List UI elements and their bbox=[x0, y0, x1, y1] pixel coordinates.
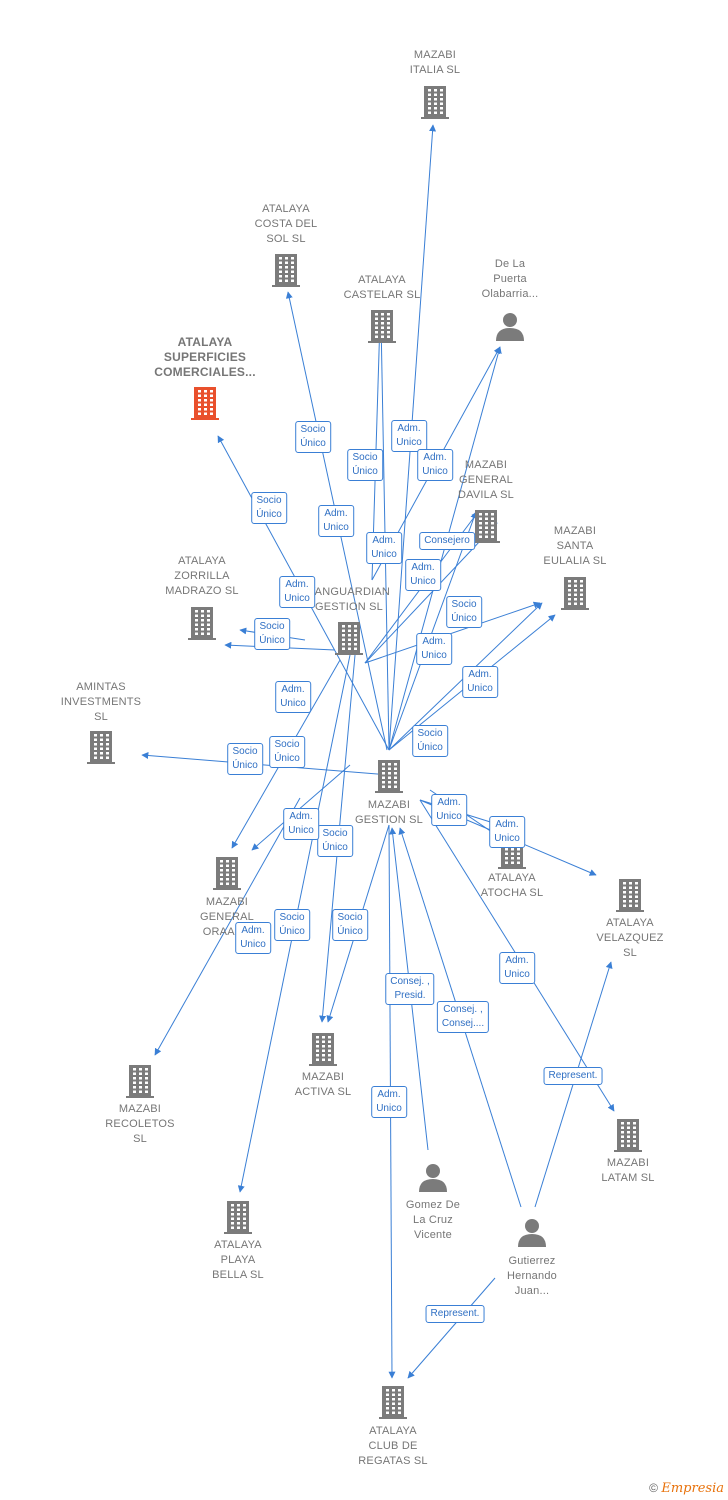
edge-label[interactable]: Socio Único bbox=[227, 743, 263, 775]
building-icon[interactable] bbox=[213, 857, 241, 890]
edge-label[interactable]: Socio Único bbox=[446, 596, 482, 628]
node-label-atalaya-costa[interactable]: ATALAYA COSTA DEL SOL SL bbox=[254, 203, 318, 245]
edge-line bbox=[388, 511, 478, 751]
node-label-atalaya-velazquez[interactable]: ATALAYA VELAZQUEZ SL bbox=[596, 917, 664, 959]
building-icon[interactable] bbox=[368, 310, 396, 343]
building-icon[interactable] bbox=[272, 254, 300, 287]
edge-label[interactable]: Adm. Unico bbox=[235, 922, 271, 954]
edge-label[interactable]: Adm. Unico bbox=[489, 816, 525, 848]
edge-line bbox=[407, 1277, 496, 1379]
edge-label[interactable]: Adm. Unico bbox=[275, 681, 311, 713]
edge-label[interactable]: Adm. Unico bbox=[417, 449, 453, 481]
node-label-atalaya-club[interactable]: ATALAYA CLUB DE REGATAS SL bbox=[358, 1425, 428, 1467]
building-icon[interactable] bbox=[188, 607, 216, 640]
person-icon[interactable] bbox=[518, 1219, 546, 1247]
edge-label[interactable]: Socio Único bbox=[347, 449, 383, 481]
edge-label[interactable]: Adm. Unico bbox=[405, 559, 441, 591]
edge-line bbox=[364, 601, 541, 664]
edge-line bbox=[154, 797, 301, 1056]
edge-line bbox=[251, 764, 351, 851]
building-icon[interactable] bbox=[472, 510, 500, 543]
building-icon[interactable] bbox=[309, 1033, 337, 1066]
node-label-atalaya-castelar[interactable]: ATALAYA CASTELAR SL bbox=[343, 274, 421, 301]
node-label-mazabi-general-davila[interactable]: MAZABI GENERAL DAVILA SL bbox=[457, 459, 515, 501]
node-label-vanguardian[interactable]: VANGUARDIAN GESTION SL bbox=[307, 586, 391, 613]
node-label-mazabi-gestion[interactable]: MAZABI GESTION SL bbox=[354, 799, 424, 826]
node-label-de-la-puerta[interactable]: De La Puerta Olabarria... bbox=[481, 258, 539, 300]
brand-logo: Empresia bbox=[661, 1481, 724, 1496]
building-icon[interactable] bbox=[421, 86, 449, 119]
building-icon[interactable] bbox=[375, 760, 403, 793]
icons-layer bbox=[87, 86, 644, 1419]
building-icon[interactable] bbox=[87, 731, 115, 764]
building-icon[interactable] bbox=[379, 1386, 407, 1419]
node-label-mazabi-latam[interactable]: MAZABI LATAM SL bbox=[601, 1157, 655, 1184]
edge-label[interactable]: Adm. Unico bbox=[499, 952, 535, 984]
building-icon[interactable] bbox=[335, 622, 363, 655]
building-icon[interactable] bbox=[191, 387, 219, 420]
edge-label[interactable]: Socio Único bbox=[412, 725, 448, 757]
building-icon[interactable] bbox=[126, 1065, 154, 1098]
edge-line bbox=[141, 752, 390, 776]
edge-label[interactable]: Socio Único bbox=[251, 492, 287, 524]
node-label-gutierrez[interactable]: Gutierrez Hernando Juan... bbox=[507, 1255, 557, 1297]
edge-label[interactable]: Adm. Unico bbox=[416, 633, 452, 665]
edge-label[interactable]: Adm. Unico bbox=[391, 420, 427, 452]
edge-label[interactable]: Represent. bbox=[543, 1067, 603, 1085]
person-icon[interactable] bbox=[496, 313, 524, 341]
edge-label[interactable]: Adm. Unico bbox=[279, 576, 315, 608]
edge-label[interactable]: Adm. Unico bbox=[371, 1086, 407, 1118]
edge-label[interactable]: Represent. bbox=[425, 1305, 485, 1323]
edge-label[interactable]: Socio Único bbox=[332, 909, 368, 941]
edge-label[interactable]: Consej. , Presid. bbox=[385, 973, 435, 1005]
node-label-mazabi-italia[interactable]: MAZABI ITALIA SL bbox=[409, 49, 461, 76]
node-label-mazabi-santa-eulalia[interactable]: MAZABI SANTA EULALIA SL bbox=[543, 525, 607, 567]
node-label-atalaya-atocha[interactable]: ATALAYA ATOCHA SL bbox=[480, 872, 544, 899]
node-label-mazabi-recoletos[interactable]: MAZABI RECOLETOS SL bbox=[105, 1103, 175, 1145]
building-icon[interactable] bbox=[224, 1201, 252, 1234]
building-icon[interactable] bbox=[614, 1119, 642, 1152]
person-icon[interactable] bbox=[419, 1164, 447, 1192]
edge-label[interactable]: Adm. Unico bbox=[366, 532, 402, 564]
edge-label[interactable]: Adm. Unico bbox=[431, 794, 467, 826]
edge-label[interactable]: Socio Único bbox=[295, 421, 331, 453]
edge-label[interactable]: Adm. Unico bbox=[283, 808, 319, 840]
node-label-atalaya-superficies[interactable]: ATALAYA SUPERFICIES COMERCIALES... bbox=[154, 335, 256, 379]
node-label-gomez[interactable]: Gomez De La Cruz Vicente bbox=[405, 1199, 461, 1241]
copyright-symbol: © bbox=[649, 1481, 659, 1495]
edge-line bbox=[364, 522, 498, 664]
node-label-mazabi-activa[interactable]: MAZABI ACTIVA SL bbox=[294, 1071, 352, 1098]
node-label-amintas[interactable]: AMINTAS INVESTMENTS SL bbox=[60, 681, 142, 723]
edge-label[interactable]: Adm. Unico bbox=[318, 505, 354, 537]
edge-label[interactable]: Socio Único bbox=[274, 909, 310, 941]
building-icon[interactable] bbox=[561, 577, 589, 610]
edge-label[interactable]: Socio Único bbox=[317, 825, 353, 857]
node-label-atalaya-zorrilla[interactable]: ATALAYA ZORRILLA MADRAZO SL bbox=[165, 555, 239, 597]
edge-label[interactable]: Consej. , Consej.... bbox=[436, 1001, 490, 1033]
edge-label[interactable]: Consejero bbox=[419, 532, 475, 550]
building-icon[interactable] bbox=[616, 879, 644, 912]
edge-label[interactable]: Adm. Unico bbox=[462, 666, 498, 698]
copyright: © Empresia bbox=[649, 1481, 724, 1496]
edge-label[interactable]: Socio Único bbox=[269, 736, 305, 768]
edge-label[interactable]: Socio Único bbox=[254, 618, 290, 650]
node-label-atalaya-playa[interactable]: ATALAYA PLAYA BELLA SL bbox=[212, 1239, 264, 1281]
